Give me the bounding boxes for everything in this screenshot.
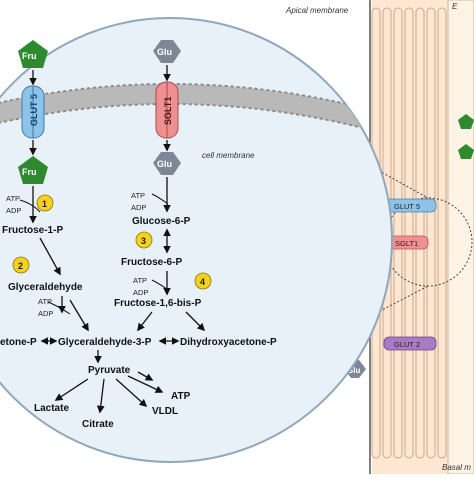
glu-hexagon-inner: Glu — [153, 152, 181, 175]
atp-product: ATP — [171, 391, 191, 402]
glyceraldehyde-3-p: Glyceraldehyde-3-P — [58, 337, 152, 348]
step-badge-4: 4 — [194, 272, 212, 290]
step-badge-2: 2 — [12, 256, 30, 274]
dihydroxyacetone-p-fragment: etone-P — [0, 337, 37, 348]
fru-pentagon-inner: Fru — [18, 156, 48, 184]
citrate: Citrate — [82, 419, 114, 430]
top-right-label-fragment: E — [452, 2, 458, 11]
svg-text:1: 1 — [42, 199, 47, 209]
lactate: Lactate — [34, 403, 69, 414]
adp-cofactor-2: ADP — [38, 309, 53, 318]
svg-text:SGLT1: SGLT1 — [163, 97, 173, 125]
svg-text:GLUT 2: GLUT 2 — [394, 340, 420, 349]
svg-text:GLUT 5: GLUT 5 — [29, 94, 39, 126]
zoom-region-circle — [383, 197, 473, 287]
svg-text:SGLT1: SGLT1 — [395, 239, 418, 248]
svg-text:2: 2 — [18, 261, 23, 271]
zoom-bubble: cell membrane Fru GLUT 5 Fru Glu SGLT1 — [0, 17, 393, 463]
fru-fragment-top — [458, 114, 474, 129]
step-badge-1: 1 — [36, 194, 54, 212]
sglt1-transporter: SGLT1 — [155, 81, 179, 139]
cell-body — [447, 0, 474, 475]
vldl: VLDL — [152, 406, 178, 417]
atp-cofactor-4: ATP — [133, 276, 147, 285]
apical-membrane-label: Apical membrane — [285, 6, 349, 15]
fructose-1-6-bis-p: Fructose-1,6-bis-P — [114, 298, 202, 309]
atp-cofactor-2: ATP — [38, 297, 52, 306]
enterocyte-panel: Apical membrane E Basal m GLUT 5 SGLT1 G… — [285, 0, 474, 475]
atp-cofactor-1: ATP — [6, 194, 20, 203]
glucose-6-p: Glucose-6-P — [132, 216, 191, 227]
svg-text:Glu: Glu — [157, 47, 172, 57]
pyruvate: Pyruvate — [88, 365, 131, 376]
fructose-1-p: Fructose-1-P — [2, 225, 63, 236]
fru-pentagon-top: Fru — [18, 40, 48, 68]
svg-text:Fru: Fru — [22, 167, 37, 177]
svg-text:Fru: Fru — [22, 51, 37, 61]
svg-text:3: 3 — [141, 236, 146, 246]
adp-cofactor-4: ADP — [133, 288, 148, 297]
glut5-small: GLUT 5 — [383, 198, 437, 213]
step-badge-3: 3 — [135, 231, 153, 249]
glut2-small: GLUT 2 — [383, 336, 437, 351]
adp-cofactor-3: ADP — [131, 203, 146, 212]
basal-membrane-label: Basal m — [442, 463, 471, 472]
dihydroxyacetone-p: Dihydroxyacetone-P — [180, 337, 277, 348]
cell-membrane-label: cell membrane — [202, 151, 255, 160]
fructose-6-p: Fructose-6-P — [121, 257, 182, 268]
adp-cofactor-1: ADP — [6, 206, 21, 215]
glut5-transporter: GLUT 5 — [21, 85, 45, 139]
svg-text:GLUT 5: GLUT 5 — [394, 202, 420, 211]
svg-text:4: 4 — [200, 277, 205, 287]
atp-cofactor-3: ATP — [131, 191, 145, 200]
svg-text:Glu: Glu — [347, 366, 360, 375]
fru-fragment-mid — [458, 144, 474, 159]
svg-text:Glu: Glu — [157, 159, 172, 169]
glu-hexagon-top: Glu — [153, 40, 181, 63]
glyceraldehyde: Glyceraldehyde — [8, 282, 83, 293]
